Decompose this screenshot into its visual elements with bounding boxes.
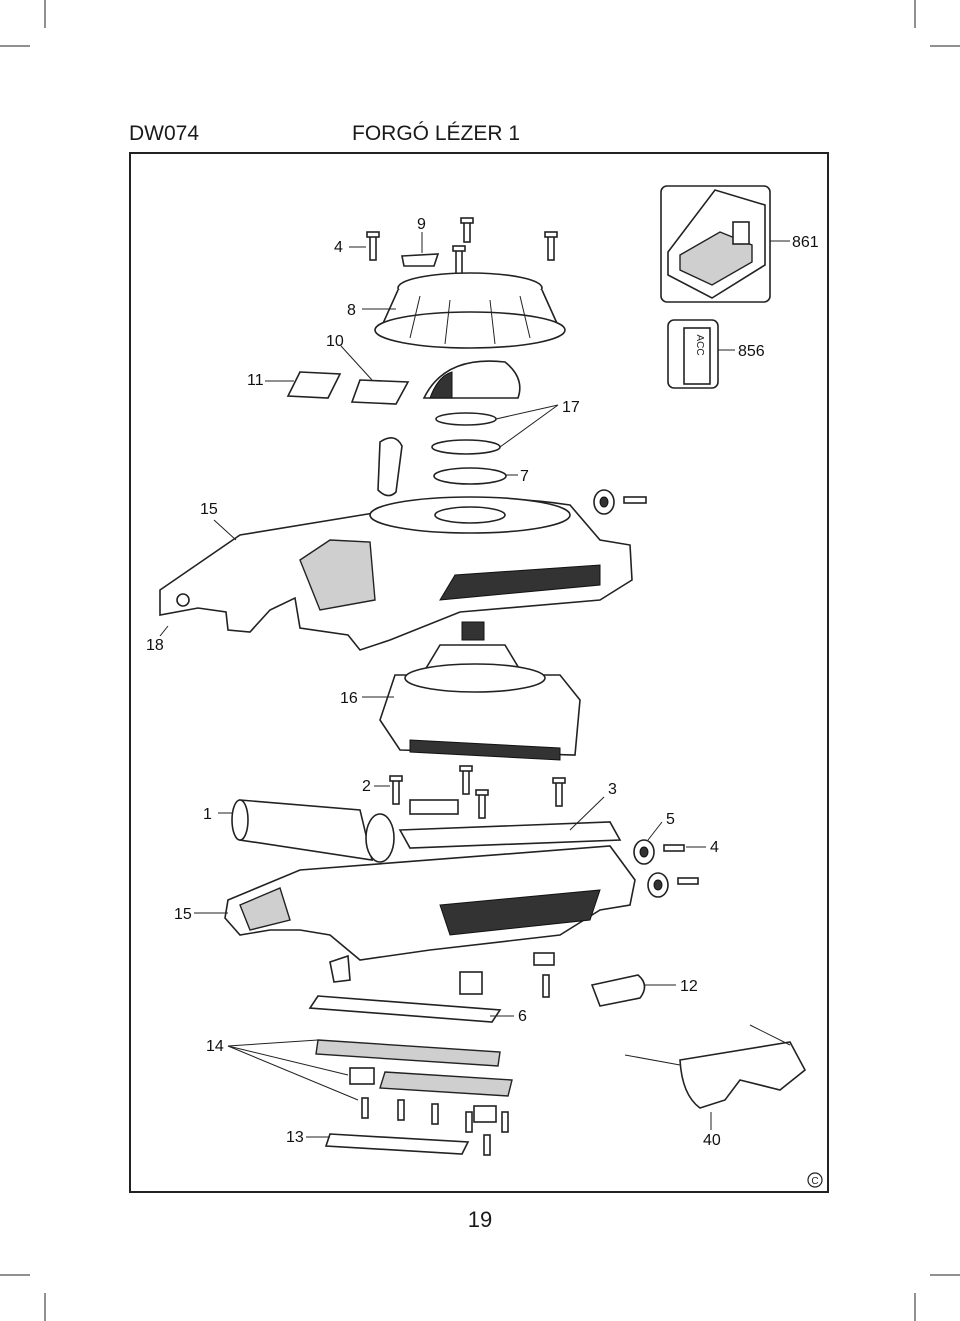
screws-middle [389,765,566,819]
callout-4-top: 4 [334,239,343,256]
copyright-letter: C [811,1176,818,1187]
cover-12 [590,974,646,1007]
page-number: 19 [467,1207,493,1232]
gasket-6 [308,995,502,1023]
callout-15-top: 15 [200,501,218,518]
acc-label: ACC [694,334,705,355]
callout-5: 5 [666,811,675,828]
pad-2 [409,799,459,815]
diagram-frame [129,152,829,1193]
screws-top [366,217,558,275]
window-10 [350,379,410,405]
callout-9: 9 [417,216,426,233]
sticker-9 [401,253,440,267]
callout-11: 11 [247,372,264,389]
callout-3: 3 [608,781,617,798]
callout-12: 12 [680,978,698,995]
case-inset-861 [660,185,771,303]
callout-18: 18 [146,637,164,654]
label-inset-856: ACC [667,319,719,389]
battery-tube-1 [231,799,395,863]
copyright-icon [807,1172,823,1188]
model-number: DW074 [129,122,200,145]
callout-15-bottom: 15 [174,906,192,923]
callout-856: 856 [738,343,765,360]
top-housing-15 [159,496,633,651]
top-cage-8 [374,272,566,349]
callout-10: 10 [326,333,344,350]
page-title: FORGÓ LÉZER 1 [352,122,521,145]
callout-40: 40 [703,1132,721,1149]
callout-14: 14 [206,1038,224,1055]
callout-7: 7 [520,468,529,485]
ring-17a [435,412,497,426]
rubber-cap [377,437,403,497]
callout-8: 8 [347,302,356,319]
window-11 [286,371,342,399]
ring-17b [431,439,501,455]
callout-6: 6 [518,1008,527,1025]
laser-module-16 [379,621,581,761]
callout-17: 17 [562,399,580,416]
screws-bottom [361,1097,509,1156]
battery-door-14 [315,1039,513,1123]
callout-13: 13 [286,1129,304,1146]
callout-861: 861 [792,234,819,251]
ring-7 [433,467,507,485]
callout-2: 2 [362,778,371,795]
gasket-3 [398,821,622,849]
callout-1: 1 [203,806,212,823]
callout-16: 16 [340,690,358,707]
label-13 [324,1133,470,1155]
bottom-housing-15 [224,845,636,961]
safety-glasses-40 [624,1024,807,1109]
callout-4-right: 4 [710,839,719,856]
